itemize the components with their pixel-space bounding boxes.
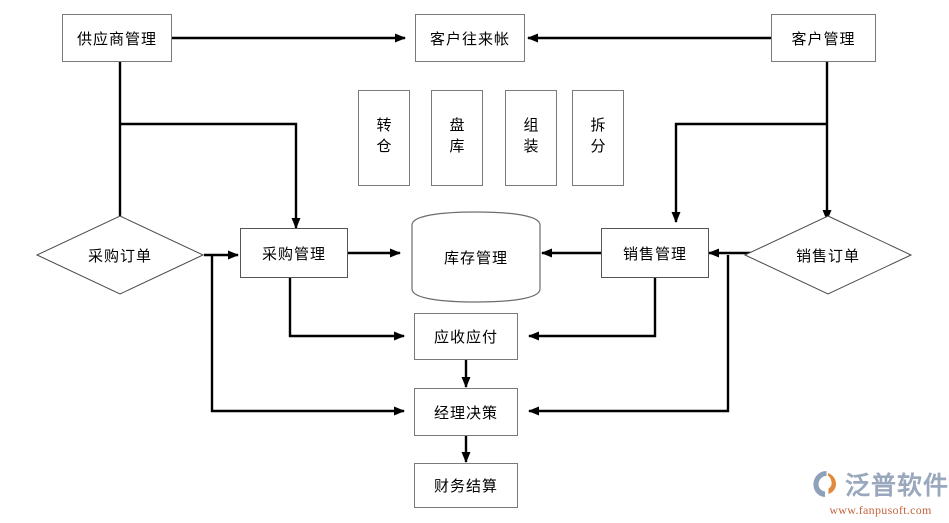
- node-inventory-management[interactable]: 库存管理: [410, 211, 542, 303]
- node-manager-decision[interactable]: 经理决策: [414, 388, 518, 436]
- watermark-brand: 泛普软件: [845, 471, 949, 500]
- node-supplier-management[interactable]: 供应商管理: [62, 14, 172, 62]
- node-purchase-order[interactable]: 采购订单: [35, 215, 205, 295]
- node-sales-management[interactable]: 销售管理: [601, 228, 709, 278]
- node-receivable-payable[interactable]: 应收应付: [414, 313, 518, 360]
- node-sales-order-label: 销售订单: [795, 246, 860, 265]
- fanpu-logo-icon: [813, 471, 836, 497]
- node-assembly[interactable]: 组装: [505, 90, 557, 186]
- node-transfer-warehouse[interactable]: 转仓: [358, 90, 410, 186]
- node-stocktaking[interactable]: 盘库: [431, 90, 483, 186]
- node-customer-management[interactable]: 客户管理: [771, 14, 876, 62]
- watermark-row: 泛普软件: [812, 466, 949, 502]
- node-purchase-order-label: 采购订单: [87, 246, 152, 265]
- watermark-url: www.fanpusoft.com: [829, 503, 932, 517]
- node-split[interactable]: 拆分: [572, 90, 624, 186]
- node-inventory-management-label: 库存管理: [443, 248, 508, 267]
- node-customer-account[interactable]: 客户往来帐: [415, 14, 525, 62]
- node-purchase-management[interactable]: 采购管理: [240, 228, 348, 278]
- node-financial-settlement[interactable]: 财务结算: [414, 463, 518, 508]
- watermark-logo: 泛普软件 www.fanpusoft.com: [812, 466, 949, 518]
- node-sales-order[interactable]: 销售订单: [743, 215, 913, 295]
